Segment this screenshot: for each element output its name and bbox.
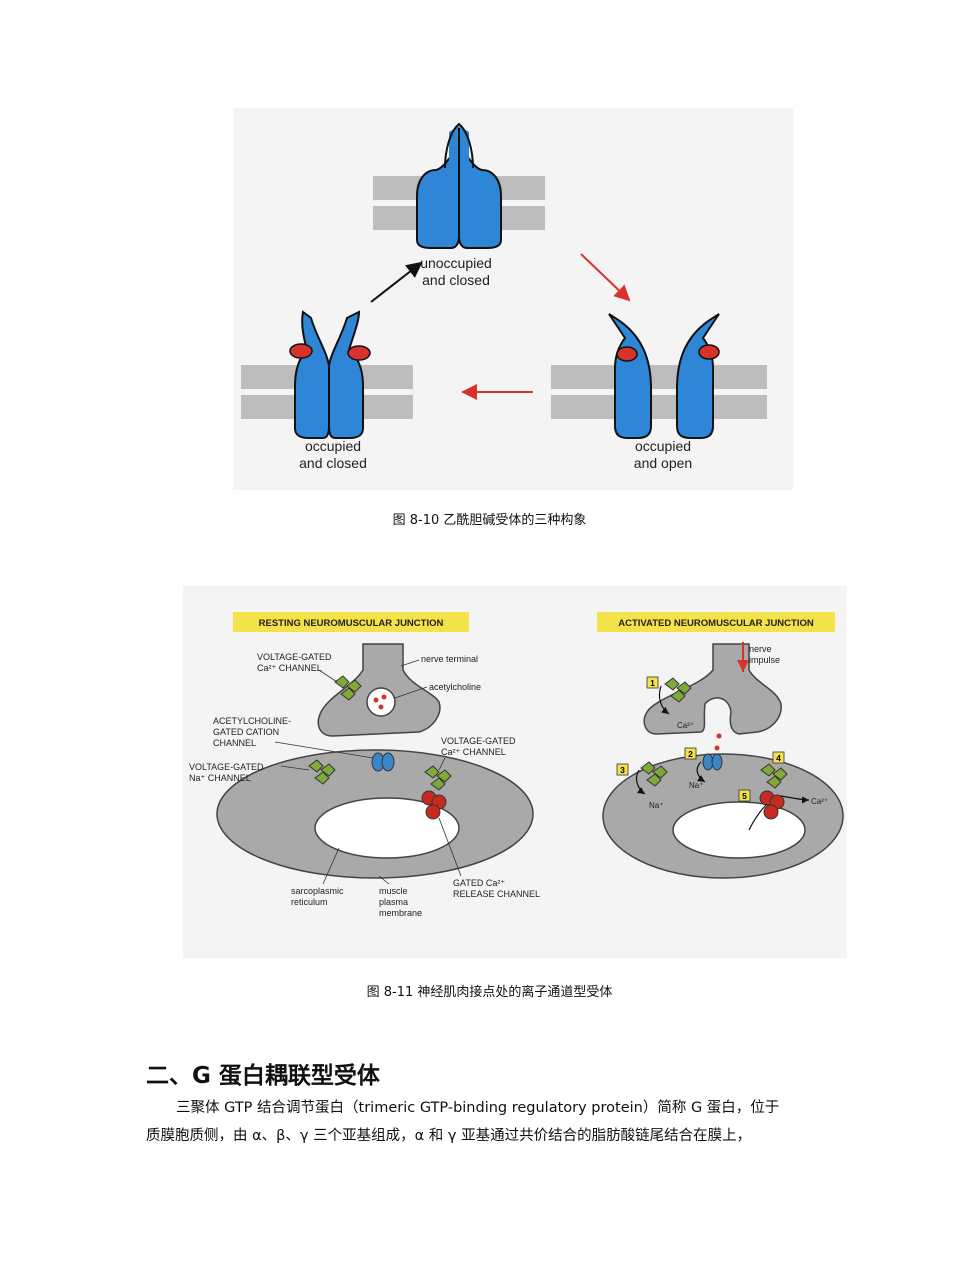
synaptic-vesicle [366, 687, 396, 717]
arrow-top-to-right [580, 253, 631, 302]
label-acetylcholine: acetylcholine [429, 682, 481, 692]
label-impulse: impulse [749, 655, 780, 665]
label-nerve: nerve [749, 644, 772, 654]
label-vg-ca-1: VOLTAGE-GATED [257, 652, 332, 662]
paragraph-line-2: 质膜胞质侧，由 α、β、γ 三个亚基组成，α 和 γ 亚基通过共价结合的脂肪酸链… [146, 1128, 752, 1144]
activated-channels [640, 677, 788, 820]
step-1 [646, 676, 659, 689]
receptor-occupied-closed [294, 310, 364, 439]
label-occupied-left: occupied [305, 438, 361, 454]
section-paragraph: 三聚体 GTP 结合调节蛋白（trimeric GTP-binding regu… [146, 1094, 846, 1150]
label-mpm-3: membrane [379, 908, 422, 918]
ca-release-channel-left [421, 790, 447, 820]
figure-8-10-caption: 图 8-10 乙酰胆碱受体的三种构象 [392, 513, 587, 528]
label-ach-3: CHANNEL [213, 738, 256, 748]
sarcoplasmic-reticulum-right [672, 801, 806, 859]
membrane-right [551, 365, 767, 419]
label-vg-na-2: Na⁺ CHANNEL [189, 773, 251, 783]
paragraph-line-1: 三聚体 GTP 结合调节蛋白（trimeric GTP-binding regu… [176, 1100, 780, 1116]
svg-text:2: 2 [688, 749, 693, 759]
label-gated-1: GATED Ca²⁺ [453, 878, 505, 888]
vg-na-channel-left [308, 759, 336, 785]
label-vg-ca-2: Ca²⁺ CHANNEL [257, 663, 322, 673]
label-na-ion-2: Na⁺ [649, 801, 663, 810]
label-sr-1: sarcoplasmic [291, 886, 344, 896]
step-4 [772, 751, 785, 764]
svg-text:3: 3 [620, 765, 625, 775]
neuromuscular-junction-diagram: RESTING NEUROMUSCULAR JUNCTION ACTIVATED… [189, 612, 844, 918]
activated-title: ACTIVATED NEUROMUSCULAR JUNCTION [618, 618, 814, 629]
step-5 [738, 789, 751, 802]
label-ca-ion-2: Ca²⁺ [811, 797, 828, 806]
label-occupied-right: occupied [635, 438, 691, 454]
sarcoplasmic-reticulum-left [314, 797, 460, 859]
ligand-left-2 [347, 345, 371, 361]
label-and-closed-left: and closed [299, 455, 367, 471]
receptor-conformation-diagram: unoccupied and closed occupied and close… [241, 122, 767, 471]
ligand-right-1 [616, 346, 638, 362]
figure-8-11-caption: 图 8-11 神经肌肉接点处的离子通道型受体 [366, 985, 613, 1000]
label-and-closed: and closed [422, 272, 490, 288]
label-vg-na-1: VOLTAGE-GATED [189, 762, 264, 772]
label-unoccupied: unoccupied [420, 255, 492, 271]
label-ach-1: ACETYLCHOLINE- [213, 716, 291, 726]
label-vg-ca2-2: Ca²⁺ CHANNEL [441, 747, 506, 757]
receptor-unoccupied-closed [416, 122, 502, 249]
label-nerve-terminal: nerve terminal [421, 654, 478, 664]
step-2 [684, 747, 697, 760]
svg-text:1: 1 [650, 678, 655, 688]
activated-title-bar [597, 612, 835, 632]
step-3 [616, 763, 629, 776]
vg-ca-channel-left [334, 675, 362, 701]
ligand-left-1 [289, 343, 313, 359]
label-mpm-2: plasma [379, 897, 408, 907]
label-na-ion: Na⁺ [689, 781, 703, 790]
receptor-occupied-open [608, 313, 720, 439]
label-ca-ion: Ca²⁺ [677, 721, 694, 730]
vg-ca-channel-membrane-left [424, 765, 452, 791]
resting-title: RESTING NEUROMUSCULAR JUNCTION [259, 618, 444, 629]
svg-text:5: 5 [742, 791, 747, 801]
ligand-right-2 [698, 344, 720, 360]
ach-gated-channel-left [371, 752, 395, 772]
label-sr-2: reticulum [291, 897, 328, 907]
label-vg-ca2-1: VOLTAGE-GATED [441, 736, 516, 746]
label-ach-2: GATED CATION [213, 727, 279, 737]
svg-text:4: 4 [776, 753, 781, 763]
figure-8-10: unoccupied and closed occupied and close… [233, 108, 793, 490]
arrow-left-to-top [370, 261, 423, 303]
label-gated-2: RELEASE CHANNEL [453, 889, 540, 899]
resting-title-bar [233, 612, 469, 632]
label-and-open: and open [634, 455, 692, 471]
section-heading: 二、G 蛋白耦联型受体 [146, 1063, 380, 1089]
label-mpm-1: muscle [379, 886, 408, 896]
figure-8-11: RESTING NEUROMUSCULAR JUNCTION ACTIVATED… [183, 586, 847, 958]
